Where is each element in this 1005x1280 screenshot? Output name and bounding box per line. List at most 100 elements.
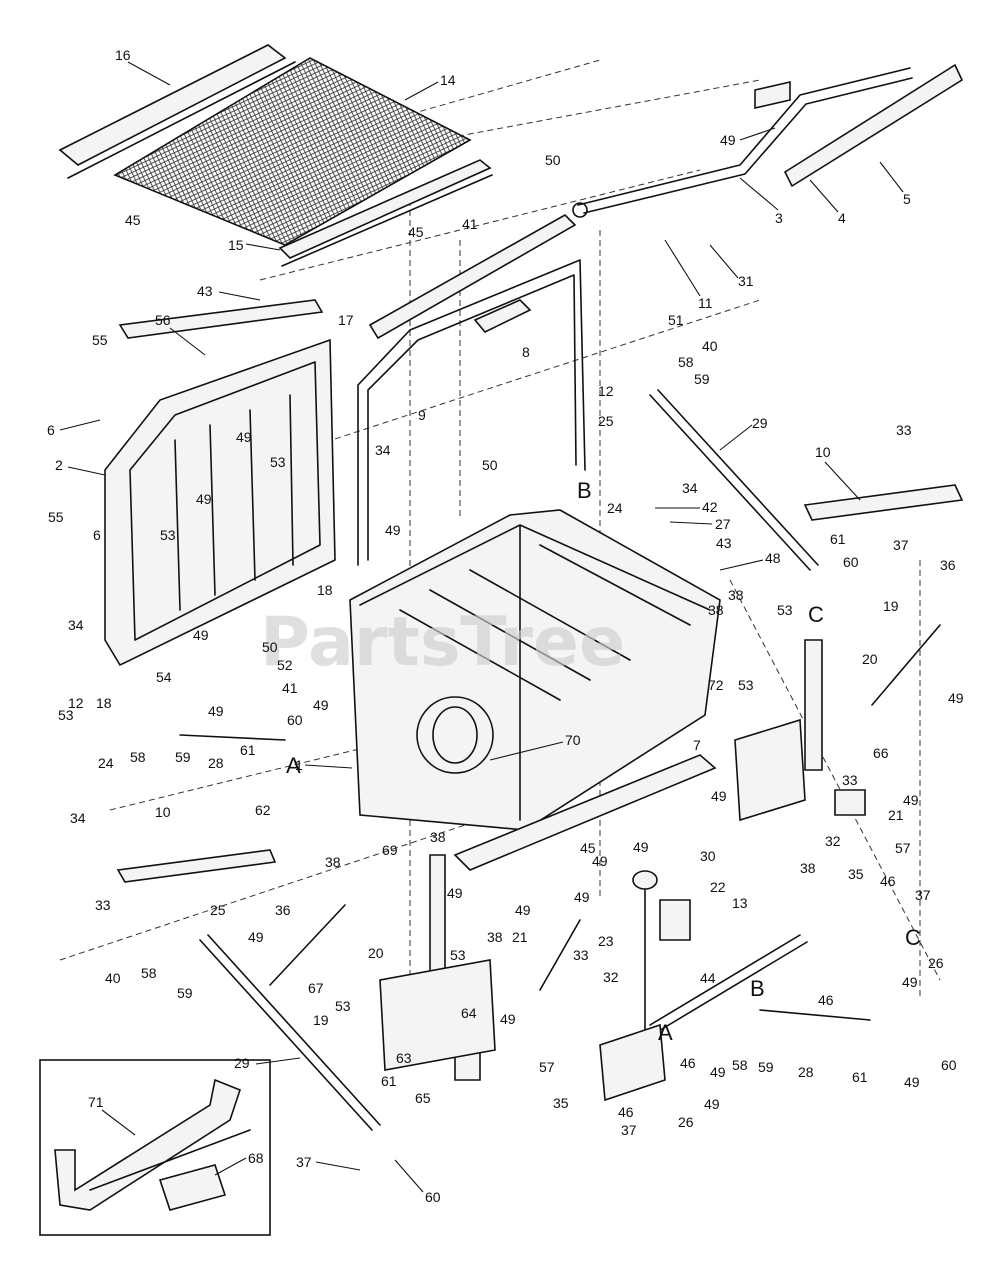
callout-59-d: 59 — [758, 1059, 774, 1075]
callout-49-m: 49 — [574, 889, 590, 905]
callout-50-c: 50 — [262, 639, 278, 655]
callout-49-k: 49 — [592, 853, 608, 869]
part-56-strap — [118, 299, 324, 339]
callout-20-right: 20 — [862, 651, 878, 667]
letter-c-bottom: C — [905, 925, 921, 950]
callout-21-left: 21 — [512, 929, 528, 945]
part-19-rod-left — [269, 904, 346, 986]
part-4-strip — [783, 63, 964, 188]
callout-46-d: 46 — [618, 1104, 634, 1120]
callout-49-l: 49 — [447, 885, 463, 901]
callout-55-b: 55 — [48, 509, 64, 525]
callout-34-b: 34 — [682, 480, 698, 496]
callout-48: 48 — [765, 550, 781, 566]
callout-49-top: 49 — [720, 132, 736, 148]
callout-45b: 45 — [408, 224, 424, 240]
callout-11: 11 — [698, 295, 713, 311]
part-2-grill-frame — [104, 338, 336, 667]
callout-53-d: 53 — [738, 677, 754, 693]
callout-9: 9 — [418, 407, 426, 423]
part-13-rod-edge — [656, 941, 808, 1033]
callout-58-c: 58 — [141, 965, 157, 981]
callout-2: 2 — [55, 457, 63, 473]
callout-18-b: 18 — [96, 695, 112, 711]
part-28-rod-right — [759, 1009, 871, 1021]
part-68-bracket — [158, 1164, 227, 1211]
callout-54: 54 — [156, 669, 172, 685]
callout-50-b: 50 — [482, 457, 498, 473]
callout-49-p: 49 — [902, 974, 918, 990]
part-29-rod-right-edge — [657, 389, 819, 566]
part-14-mesh-screen — [113, 57, 472, 246]
callout-24: 24 — [607, 500, 623, 516]
letter-b-top: B — [577, 478, 592, 503]
callout-62: 62 — [255, 802, 271, 818]
part-7-crossbar — [453, 754, 717, 871]
part-1-tank — [349, 509, 721, 831]
callout-6: 6 — [47, 422, 55, 438]
callout-34-d: 34 — [70, 810, 86, 826]
part-71-axle-assembly — [54, 1078, 241, 1211]
callout-21-right: 21 — [888, 807, 904, 823]
part-10-bracket-left — [116, 849, 277, 883]
callout-34-a: 34 — [375, 442, 391, 458]
callout-17: 17 — [338, 312, 354, 328]
callout-36: 36 — [940, 557, 956, 573]
callout-61: 61 — [830, 531, 846, 547]
callout-68: 68 — [248, 1150, 264, 1166]
callout-49-q: 49 — [500, 1011, 516, 1027]
callout-49-e: 49 — [948, 690, 964, 706]
callout-61-c: 61 — [852, 1069, 868, 1085]
callout-27: 27 — [715, 516, 731, 532]
callout-49-t: 49 — [704, 1096, 720, 1112]
callout-33-d: 33 — [573, 947, 589, 963]
part-28-rod-left — [179, 734, 286, 741]
callout-24-b: 24 — [98, 755, 114, 771]
callout-33: 33 — [896, 422, 912, 438]
callout-38-d: 38 — [325, 854, 341, 870]
callout-61-d: 61 — [381, 1073, 397, 1089]
callout-58-b: 58 — [130, 749, 146, 765]
part-10-bracket-right — [803, 484, 964, 521]
callout-59-c: 59 — [177, 985, 193, 1001]
callout-23: 23 — [598, 933, 614, 949]
callout-52: 52 — [277, 657, 293, 673]
watermark: PartsTree — [260, 603, 625, 682]
callout-10-right: 10 — [815, 444, 831, 460]
part-29-rod-left — [199, 939, 373, 1131]
callout-41-b: 41 — [282, 680, 298, 696]
part-66-bracket — [834, 789, 866, 816]
callout-33-b: 33 — [842, 772, 858, 788]
callout-43-b: 43 — [716, 535, 732, 551]
callout-69: 69 — [382, 842, 398, 858]
callout-53-g: 53 — [335, 998, 351, 1014]
callout-36-b: 36 — [275, 902, 291, 918]
callout-64: 64 — [461, 1005, 477, 1021]
callout-55: 55 — [92, 332, 108, 348]
callout-28-left: 28 — [208, 755, 224, 771]
callout-29: 29 — [752, 415, 768, 431]
callout-5: 5 — [903, 191, 911, 207]
callout-59: 59 — [694, 371, 710, 387]
callout-42: 42 — [702, 499, 718, 515]
callout-49-c: 49 — [385, 522, 401, 538]
letter-a-bottom: A — [658, 1020, 673, 1045]
callout-19-left: 19 — [313, 1012, 329, 1028]
part-29-rod-right — [649, 394, 811, 571]
callout-31: 31 — [738, 273, 754, 289]
callout-60-c: 60 — [941, 1057, 957, 1073]
callout-59-b: 59 — [175, 749, 191, 765]
callout-8: 8 — [522, 344, 530, 360]
callout-56: 56 — [155, 312, 171, 328]
letter-b-bottom: B — [750, 976, 765, 1001]
callout-60: 60 — [843, 554, 859, 570]
callout-38-b: 38 — [708, 602, 724, 618]
section-letters: B C A C B A — [286, 478, 921, 1045]
part-29-rod-left-edge — [207, 934, 381, 1126]
part-30-knob — [632, 870, 658, 890]
callout-25: 25 — [598, 413, 614, 429]
inset-box — [39, 1059, 271, 1236]
callout-60-b: 60 — [287, 712, 303, 728]
callout-49-s: 49 — [904, 1074, 920, 1090]
